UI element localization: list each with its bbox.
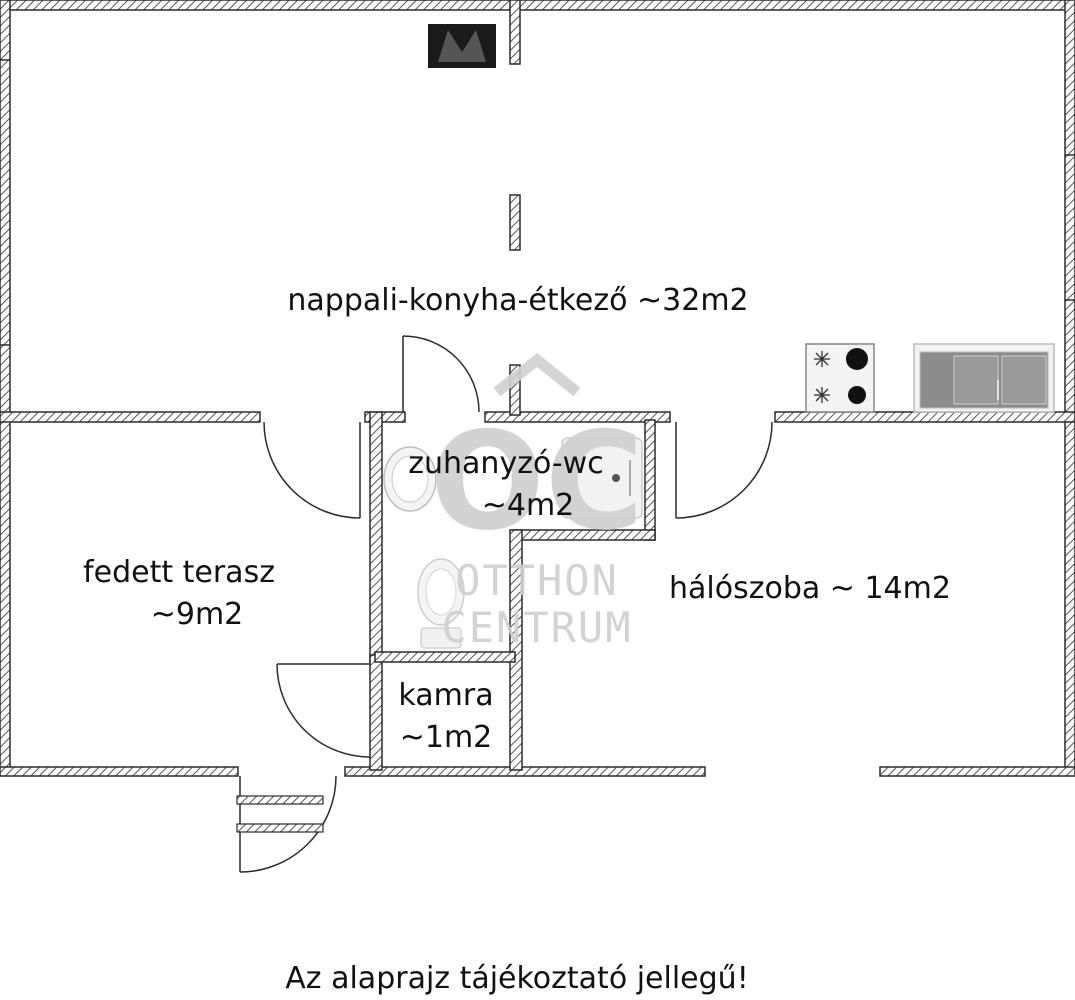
watermark-monogram: OC bbox=[430, 403, 644, 560]
partition-wall-left bbox=[0, 411, 261, 423]
outer-wall-top bbox=[0, 0, 1075, 11]
living-stub-mid bbox=[509, 194, 521, 251]
door-terrace-upper bbox=[263, 421, 361, 519]
door-terrace-lower bbox=[276, 663, 371, 758]
outer-wall-left bbox=[0, 0, 11, 776]
room-label-terrace: fedett terasz bbox=[83, 555, 275, 590]
room-label-shower: zuhanyzó-wc bbox=[408, 446, 603, 481]
disclaimer-note: Az alaprajz tájékoztató jellegű! bbox=[285, 961, 748, 996]
outer-wall-bottom-left bbox=[0, 766, 239, 777]
entrance-steps bbox=[236, 795, 324, 833]
terrace-wall-upper bbox=[369, 411, 383, 663]
door-living-bath bbox=[402, 335, 480, 413]
room-label-living: nappali-konyha-étkező ~32m2 bbox=[287, 283, 748, 318]
window-marks bbox=[0, 59, 1075, 346]
room-area-shower: ~4m2 bbox=[482, 488, 575, 523]
pantry-wall-right bbox=[509, 529, 523, 771]
watermark-line2: CENTRUM bbox=[441, 603, 632, 652]
terrace-wall-lower bbox=[369, 654, 383, 771]
pantry-wall-top bbox=[374, 651, 516, 663]
living-stub-low bbox=[509, 364, 521, 416]
living-stub-top bbox=[509, 0, 521, 65]
bath-wall-right bbox=[644, 419, 656, 541]
partition-wall-mid-b bbox=[484, 411, 671, 423]
stove-icon bbox=[805, 343, 875, 413]
door-bedroom bbox=[675, 421, 773, 519]
washbasin-icon bbox=[383, 446, 437, 512]
room-label-bedroom: hálószoba ~ 14m2 bbox=[669, 571, 951, 606]
otthon-centrum-watermark: OC OTTHON CENTRUM bbox=[430, 352, 644, 652]
room-area-pantry: ~1m2 bbox=[400, 720, 493, 755]
outer-wall-bottom-mid bbox=[344, 766, 706, 777]
room-label-pantry: kamra bbox=[398, 678, 493, 713]
chimney-block bbox=[428, 24, 496, 68]
watermark-line1: OTTHON bbox=[455, 556, 619, 605]
shower-tray-icon bbox=[561, 437, 643, 519]
outer-wall-bottom-right bbox=[879, 766, 1075, 777]
outer-wall-right bbox=[1064, 0, 1075, 776]
toilet-icon bbox=[417, 558, 465, 649]
partition-wall-right bbox=[774, 411, 1075, 423]
kitchen-sink-icon bbox=[913, 343, 1055, 413]
house-roof-icon bbox=[493, 352, 581, 397]
doors bbox=[239, 335, 773, 873]
partition-wall-mid-a bbox=[364, 411, 406, 423]
room-area-terrace: ~9m2 bbox=[151, 597, 244, 632]
